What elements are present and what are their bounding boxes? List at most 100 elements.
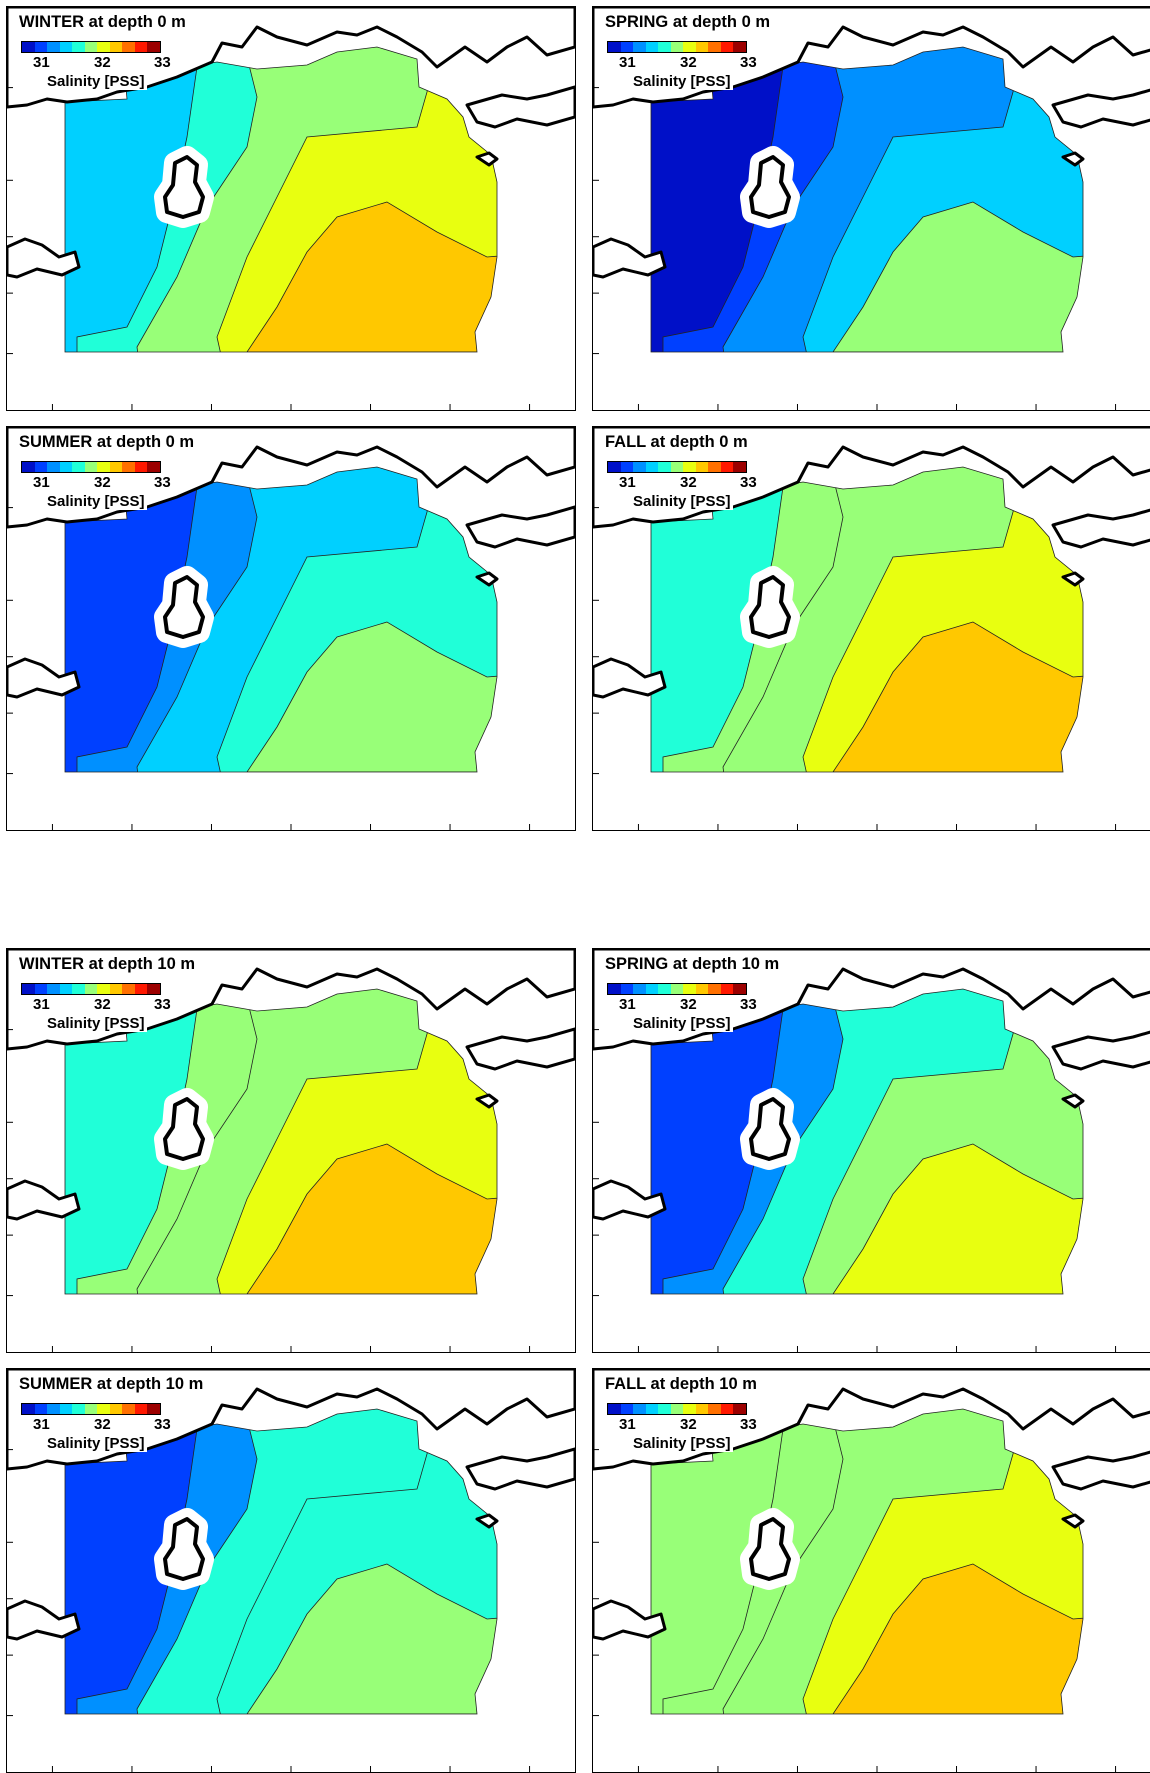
colorbar-swatch [22,984,35,994]
colorbar-label: Salinity [PSS] [631,1015,733,1032]
colorbar-tick-label: 32 [680,474,697,491]
salinity-contour-zone [246,621,497,772]
salinity-map [7,7,575,410]
colorbar-swatches [21,41,161,53]
salinity-map [593,7,1150,410]
colorbar-swatches [607,983,747,995]
colorbar-tick-label: 31 [33,54,50,71]
coastline [1051,1030,1150,1071]
colorbar-tick-label: 33 [740,54,757,71]
coastline [1051,508,1150,549]
coastline [593,237,667,279]
colorbar-tick-label: 31 [619,474,636,491]
island-outline [163,155,205,219]
coastline [475,571,499,587]
colorbar-label: Salinity [PSS] [45,493,147,510]
panel-title: WINTER at depth 0 m [17,13,188,32]
colorbar-swatch [59,42,72,52]
colorbar-tick-label: 31 [619,996,636,1013]
panel-title: FALL at depth 0 m [603,433,750,452]
colorbar-swatch [59,462,72,472]
coastline [475,1513,499,1529]
colorbar-tick-label: 33 [154,474,171,491]
colorbar-swatch [34,1404,47,1414]
colorbar-swatch [47,42,60,52]
coastline [593,657,667,699]
coastline [1051,88,1150,129]
salinity-contour-zone [832,1143,1083,1294]
colorbar-swatch [695,462,708,472]
island-outline [749,575,791,639]
colorbar-swatch [620,984,633,994]
colorbar-tick-label: 31 [33,996,50,1013]
colorbar-tick-label: 33 [740,474,757,491]
colorbar-swatch [733,462,746,472]
colorbar-swatch [645,1404,658,1414]
colorbar-swatches [607,1403,747,1415]
colorbar-swatch [670,42,683,52]
colorbar-swatch [645,984,658,994]
colorbar-swatch [72,42,85,52]
colorbar-swatch [670,462,683,472]
colorbar-label: Salinity [PSS] [631,1435,733,1452]
colorbar-swatch [633,462,646,472]
coastline [1061,571,1085,587]
colorbar-swatch [34,984,47,994]
island-outline [749,155,791,219]
colorbar-tick-label: 31 [33,474,50,491]
colorbar-swatch [147,984,160,994]
colorbar-swatches [21,461,161,473]
colorbar-swatch [658,462,671,472]
colorbar-swatch [72,984,85,994]
salinity-map [593,1369,1150,1772]
colorbar-swatch [72,1404,85,1414]
colorbar-swatch [34,42,47,52]
colorbar-swatch [708,42,721,52]
colorbar-swatch [147,462,160,472]
colorbar-swatch [683,984,696,994]
colorbar-swatch [22,1404,35,1414]
coastline [465,1447,575,1491]
colorbar-swatch [59,984,72,994]
coastline [465,85,575,129]
coastline [7,427,575,529]
colorbar-swatch [658,42,671,52]
colorbar-label: Salinity [PSS] [631,493,733,510]
colorbar-swatch [670,984,683,994]
colorbar-swatch [109,1404,122,1414]
colorbar-swatch [608,1404,621,1414]
colorbar-swatch [84,42,97,52]
colorbar-swatch [733,1404,746,1414]
colorbar-swatch [122,984,135,994]
colorbar-swatch [695,1404,708,1414]
colorbar-swatch [134,984,147,994]
colorbar-swatch [658,1404,671,1414]
salinity-contour-zone [246,201,497,352]
colorbar-swatch [134,42,147,52]
salinity-contour-zone [832,201,1083,352]
coastline [593,1599,667,1641]
salinity-contour-zone [246,1143,497,1294]
colorbar-swatch [733,42,746,52]
colorbar-swatch [645,462,658,472]
colorbar-swatch [59,1404,72,1414]
colorbar-swatch [22,462,35,472]
colorbar-swatches [607,461,747,473]
panel-title: SUMMER at depth 0 m [17,433,197,452]
colorbar-swatch [633,984,646,994]
salinity-map [7,427,575,830]
colorbar-tick-label: 33 [740,1416,757,1433]
colorbar-swatch [733,984,746,994]
colorbar-tick-label: 33 [740,996,757,1013]
salinity-map [593,949,1150,1352]
coastline [7,1179,81,1221]
panel-title: WINTER at depth 10 m [17,955,198,974]
